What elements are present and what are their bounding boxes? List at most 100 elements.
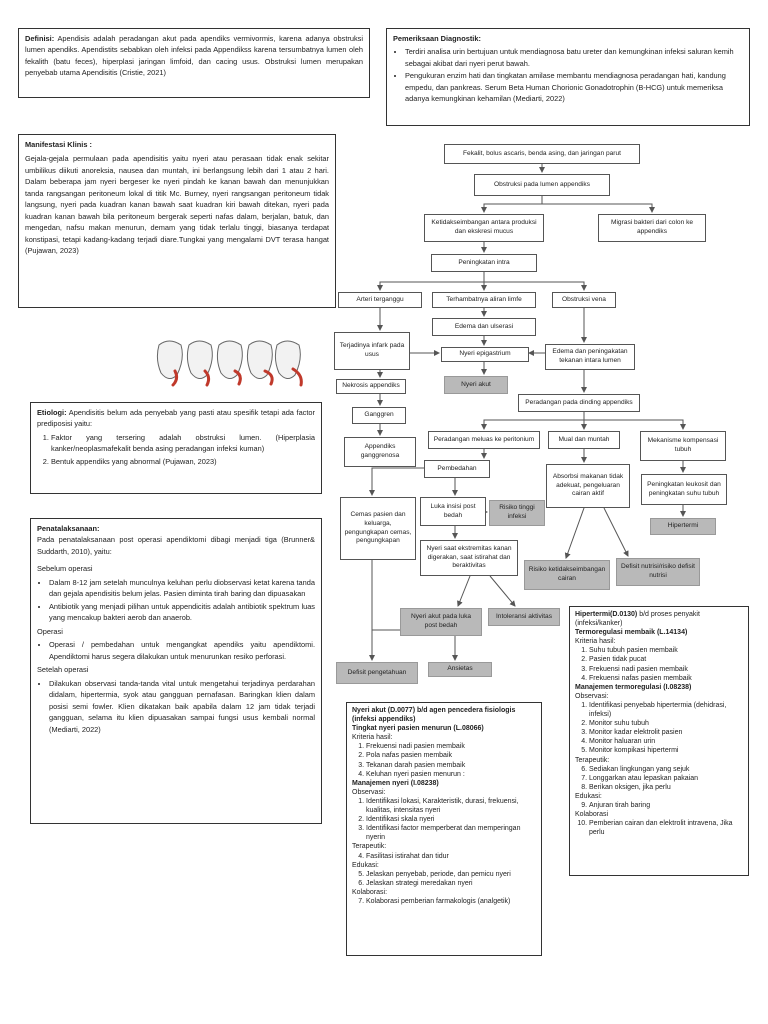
flow-node-defisit-pengetahuan: Defisit pengetahuan [336, 662, 418, 684]
etiologi-label: Etiologi: [37, 408, 67, 417]
kriteria-item: Frekuensi nafas pasien membaik [589, 674, 743, 683]
nyeri-outcome: Tingkat nyeri pasien menurun (L.08066) [352, 725, 484, 733]
flow-node-infark-usus: Terjadinya infark pada usus [334, 332, 410, 370]
diagnostik-list: Terdiri analisa urin bertujuan untuk men… [393, 46, 743, 104]
flow-node-ketidakseimbangan-mucus: Ketidakseimbangan antara produksi dan ek… [424, 214, 544, 242]
flow-node-risiko-cairan: Risiko ketidakseimbangan cairan [524, 560, 610, 590]
flow-node-obstruksi-vena: Obstruksi vena [552, 292, 616, 308]
flow-node-cemas: Cemas pasien dan keluarga, pengungkapan … [340, 497, 416, 560]
diagnostik-item: Terdiri analisa urin bertujuan untuk men… [405, 46, 743, 69]
nyeri-kriteria-label: Kriteria hasil: [352, 734, 393, 742]
observasi-item: Monitor suhu tubuh [589, 719, 743, 728]
kriteria-item: Pola nafas pasien membaik [366, 751, 536, 760]
diagnostik-title: Pemeriksaan Diagnostik: [393, 34, 481, 43]
nyeri-kolaborasi-label: Kolaborasi: [352, 888, 388, 896]
definisi-box: Definisi: Apendisis adalah peradangan ak… [18, 28, 370, 98]
etiologi-intro: Apendisitis belum ada penyebab yang past… [37, 408, 315, 429]
observasi-item: Monitor haluaran urin [589, 737, 743, 746]
kriteria-item: Tekanan darah pasien membaik [366, 761, 536, 770]
hipertermi-kolaborasi-label: Kolaborasi [575, 811, 609, 819]
flow-node-luka-insisi: Luka insisi post bedah [420, 497, 486, 526]
sebelum-list: Dalam 8-12 jam setelah munculnya keluhan… [37, 577, 315, 624]
observasi-item: Identifikasi factor memperberat dan memp… [366, 824, 536, 842]
setelah-label: Setelah operasi [37, 665, 89, 675]
diagnostik-item: Pengukuran enzim hati dan tingkatan amil… [405, 70, 743, 104]
nyeri-title: Nyeri akut (D.0077) b/d agen pencedera f… [352, 707, 516, 724]
nyeri-edukasi-label: Edukasi: [352, 861, 379, 869]
flow-node-peningkatan-intra: Peningkatan intra [431, 254, 537, 272]
sebelum-item: Antibiotik yang menjadi pilihan untuk ap… [49, 601, 315, 624]
hipertermi-title-rest: b/d proses penyakit (infeksi/kanker) [575, 611, 700, 628]
flow-node-leukosit-suhu: Peningkatan leukosit dan peningkatan suh… [641, 474, 727, 505]
flow-node-mual-muntah: Mual dan muntah [548, 431, 620, 449]
flow-node-appendiks-ganggrenosa: Appendiks ganggrenosa [344, 437, 416, 467]
kriteria-item: Suhu tubuh pasien membaik [589, 646, 743, 655]
etiologi-box: Etiologi: Apendisitis belum ada penyebab… [30, 402, 322, 494]
hipertermi-intervensi: Manajemen termoregulasi (I.08238) [575, 683, 692, 691]
kriteria-item: Keluhan nyeri pasien menurun : [366, 770, 536, 779]
flow-node-defisit-nutrisi: Defisit nutrisi/risiko defisit nutrisi [616, 558, 700, 586]
flow-node-aliran-limfe: Terhambatnya aliran limfe [432, 292, 536, 308]
operasi-item: Operasi / pembedahan untuk mengangkat ap… [49, 639, 315, 662]
etiologi-list: Faktor yang tersering adalah obstruksi l… [37, 432, 315, 467]
flow-node-nyeri-luka: Nyeri akut pada luka post bedah [400, 608, 482, 636]
operasi-label: Operasi [37, 626, 63, 636]
hipertermi-kriteria-label: Kriteria hasil: [575, 638, 616, 646]
flow-node-absorbsi: Absorbsi makanan tidak adekuat, pengelua… [546, 464, 630, 508]
terapeutik-item: Berikan oksigen, jika perlu [589, 783, 743, 792]
penatalaksanaan-intro: Pada penatalaksanaan post operasi apendi… [37, 535, 315, 556]
etiologi-item: Bentuk appendiks yang abnormal (Pujawan,… [51, 456, 315, 467]
hipertermi-edukasi-list: Anjuran tirah baring [575, 801, 743, 810]
flow-node-penyebab: Fekalit, bolus ascaris, benda asing, dan… [444, 144, 640, 164]
nyeri-edukasi-list: Jelaskan penyebab, periode, dan pemicu n… [352, 870, 536, 888]
flow-node-obstruksi-lumen: Obstruksi pada lumen appendiks [474, 174, 610, 196]
nyeri-intervensi: Manajemen nyeri (I.08238) [352, 779, 439, 787]
manifestasi-text: Gejala-gejala permulaan pada apendisitis… [25, 154, 329, 256]
flow-node-peradangan-peritonium: Peradangan meluas ke peritonium [428, 431, 540, 449]
hipertermi-terapeutik-list: Sediakan lingkungan yang sejuk Longgarka… [575, 765, 743, 792]
flow-node-nyeri-ekstremitas: Nyeri saat ekstremitas kanan digerakan, … [420, 540, 518, 576]
etiologi-item: Faktor yang tersering adalah obstruksi l… [51, 432, 315, 455]
edukasi-item: Jelaskan penyebab, periode, dan pemicu n… [366, 870, 536, 879]
hipertermi-observasi-label: Observasi: [575, 692, 609, 700]
operasi-list: Operasi / pembedahan untuk mengangkat ap… [37, 639, 315, 662]
nyeri-terapeutik-label: Terapeutik: [352, 843, 387, 851]
nyeri-observasi-label: Observasi: [352, 788, 386, 796]
flow-node-intoleransi: Intoleransi aktivitas [488, 608, 560, 626]
hipertermi-observasi-list: Identifikasi penyebab hipertermia (dehid… [575, 701, 743, 756]
hipertermi-box: Hipertermi(D.0130) b/d proses penyakit (… [569, 606, 749, 876]
penatalaksanaan-title: Penatalaksanaan: [37, 524, 100, 533]
sebelum-item: Dalam 8-12 jam setelah munculnya keluhan… [49, 577, 315, 600]
hipertermi-terapeutik-label: Terapeutik: [575, 756, 610, 764]
terapeutik-item: Fasilitasi istirahat dan tidur [366, 852, 536, 861]
kolaborasi-item: Kolaborasi pemberian farmakologis (analg… [366, 897, 536, 906]
flow-node-ansietas: Ansietas [428, 662, 492, 677]
flow-node-pembedahan: Pembedahan [424, 460, 490, 478]
kolaborasi-item: Pemberian cairan dan elektrolit intraven… [589, 819, 743, 837]
sebelum-label: Sebelum operasi [37, 564, 93, 574]
flow-node-ganggren: Ganggren [352, 407, 406, 424]
edukasi-item: Anjuran tirah baring [589, 801, 743, 810]
appendix-stages-illustration [156, 340, 303, 387]
flow-node-risiko-infeksi: Risiko tinggi infeksi [489, 500, 545, 526]
flow-node-nyeri-akut: Nyeri akut [444, 376, 508, 394]
manifestasi-title: Manifestasi Klinis : [25, 140, 92, 149]
kriteria-item: Pasien tidak pucat [589, 655, 743, 664]
nyeri-terapeutik-list: Fasilitasi istirahat dan tidur [352, 852, 536, 861]
kriteria-item: Frekuensi nadi pasien membaik [589, 665, 743, 674]
flow-node-edema-ulserasi: Edema dan ulserasi [432, 318, 536, 336]
kriteria-item: Frekuensi nadi pasien membaik [366, 742, 536, 751]
nyeri-kriteria-list: Frekuensi nadi pasien membaik Pola nafas… [352, 742, 536, 778]
diagnostik-box: Pemeriksaan Diagnostik: Terdiri analisa … [386, 28, 750, 126]
nyeri-observasi-list: Identifikasi lokasi, Karakteristik, dura… [352, 797, 536, 842]
setelah-item: Dilakukan observasi tanda-tanda vital un… [49, 678, 315, 735]
terapeutik-item: Longgarkan atau lepaskan pakaian [589, 774, 743, 783]
terapeutik-item: Sediakan lingkungan yang sejuk [589, 765, 743, 774]
observasi-item: Monitor kompikasi hipertermi [589, 746, 743, 755]
observasi-item: Monitor kadar elektrolit pasien [589, 728, 743, 737]
flow-node-nekrosis: Nekrosis appendiks [336, 379, 406, 394]
nyeri-akut-box: Nyeri akut (D.0077) b/d agen pencedera f… [346, 702, 542, 956]
nyeri-kolaborasi-list: Kolaborasi pemberian farmakologis (analg… [352, 897, 536, 906]
penatalaksanaan-box: Penatalaksanaan: Pada penatalaksanaan po… [30, 518, 322, 824]
